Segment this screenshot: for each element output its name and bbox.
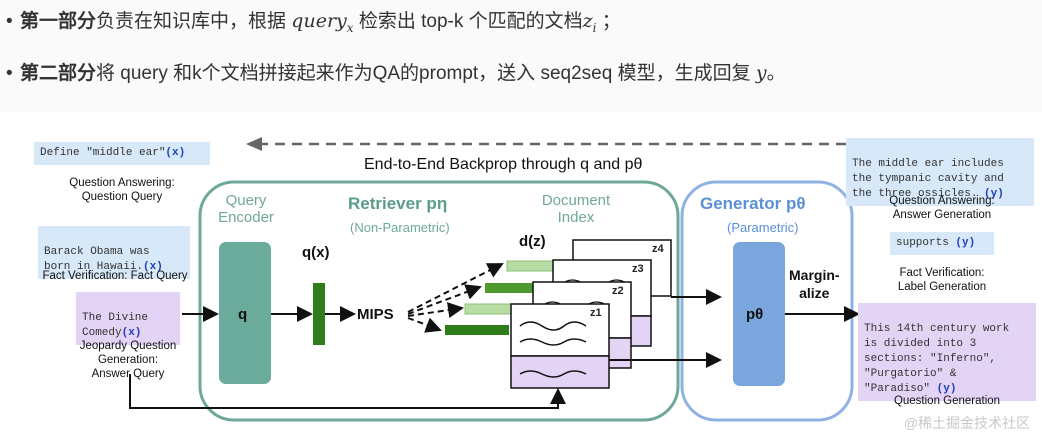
output-caption-jeopardy: Question Generation bbox=[893, 395, 1001, 407]
retriever-subtitle: (Non-Parametric) bbox=[350, 220, 450, 235]
bullet-line-1: • 第一部分负责在知识库中，根据 queryx 检索出 top-k 个匹配的文档z… bbox=[6, 6, 621, 35]
mips-arrow-1 bbox=[407, 263, 504, 313]
input-caption-jeopardy: Jeopardy Question Generation: Answer Que… bbox=[79, 340, 177, 380]
bullet-2-math-y: y bbox=[755, 62, 767, 84]
retriever-container bbox=[198, 180, 680, 422]
generator-container bbox=[680, 180, 854, 422]
watermark: @稀土掘金技术社区 bbox=[903, 415, 1030, 431]
input-box-qa: Define "middle ear"(x) bbox=[34, 142, 210, 165]
document-index-label: Document Index bbox=[541, 192, 611, 226]
input-box-fact: Barack Obama was born in Hawaii.(x) bbox=[38, 226, 190, 279]
marginalize-label: Margin- alize bbox=[789, 267, 840, 301]
bullet-1-bold: 第一部分 bbox=[20, 11, 97, 32]
bullet-1-text-a: 负责在知识库中，根据 bbox=[96, 11, 292, 32]
output-box-jeopardy: This 14th century work is divided into 3… bbox=[858, 303, 1036, 401]
generator-title: Generator pθ bbox=[700, 194, 806, 213]
mips-arrow-2 bbox=[407, 284, 482, 315]
document-stack bbox=[510, 239, 672, 389]
bullet-section: • 第一部分负责在知识库中，根据 queryx 检索出 top-k 个匹配的文档z… bbox=[0, 0, 1042, 112]
bullet-1-math-z: zi bbox=[582, 10, 597, 35]
mips-arrow-4 bbox=[407, 317, 442, 333]
bullet-dot: • bbox=[6, 63, 13, 84]
generator-subtitle: (Parametric) bbox=[727, 220, 799, 235]
dz-bar-1 bbox=[445, 325, 509, 335]
input-caption-fact: Fact Verification: Fact Query bbox=[42, 270, 188, 282]
input-caption-qa: Question Answering: Question Query bbox=[69, 177, 175, 203]
qx-label: q(x) bbox=[302, 244, 330, 261]
bullet-2-text-a: 将 query 和k个文档拼接起来作为QA的prompt，送入 seq2seq … bbox=[96, 63, 756, 84]
query-block-label: q bbox=[238, 306, 248, 323]
output-box-fact: supports (y) bbox=[890, 232, 994, 255]
generator-block bbox=[733, 242, 785, 386]
generator-block-label: pθ bbox=[746, 306, 764, 323]
bullet-2-bold: 第二部分 bbox=[20, 63, 97, 84]
retriever-title: Retriever pη bbox=[348, 194, 448, 213]
input-box-jeopardy: The Divine Comedy(x) bbox=[76, 292, 180, 345]
rag-diagram: End-to-End Backprop through q and pθ Def… bbox=[0, 112, 1042, 439]
query-encoder-block bbox=[219, 242, 271, 384]
output-caption-qa: Question Answering: Answer Generation bbox=[889, 195, 995, 221]
dz-label: d(z) bbox=[519, 233, 546, 250]
diagram-graphics bbox=[129, 137, 860, 422]
bullet-1-text-c: ； bbox=[596, 11, 621, 32]
doc-label-z4: z4 bbox=[652, 243, 664, 255]
bullet-1-text-b: 检索出 top-k 个匹配的文档 bbox=[353, 11, 583, 32]
doc-label-z3: z3 bbox=[632, 263, 644, 275]
query-bypass-arrow bbox=[129, 374, 566, 409]
dz-bar-3 bbox=[485, 283, 545, 293]
backprop-arrow-head bbox=[246, 137, 262, 151]
bullet-dot: • bbox=[6, 11, 13, 32]
dz-bar-4 bbox=[506, 260, 558, 272]
output-box-qa: The middle ear includes the tympanic cav… bbox=[846, 138, 1034, 206]
mips-label: MIPS bbox=[357, 306, 394, 323]
bullet-1-math-query: queryx bbox=[291, 10, 354, 35]
output-caption-fact: Fact Verification: Label Generation bbox=[897, 267, 987, 293]
backprop-label: End-to-End Backprop through q and pθ bbox=[364, 156, 643, 173]
doc-label-z2: z2 bbox=[612, 285, 624, 297]
bullet-2-text-b: 。 bbox=[766, 63, 786, 84]
doc-label-z1: z1 bbox=[590, 307, 602, 319]
qx-vector bbox=[313, 283, 325, 345]
query-encoder-label: Query Encoder bbox=[218, 192, 274, 226]
mips-arrow-3 bbox=[407, 302, 464, 318]
bullet-line-2: • 第二部分将 query 和k个文档拼接起来作为QA的prompt，送入 seq… bbox=[6, 58, 786, 85]
